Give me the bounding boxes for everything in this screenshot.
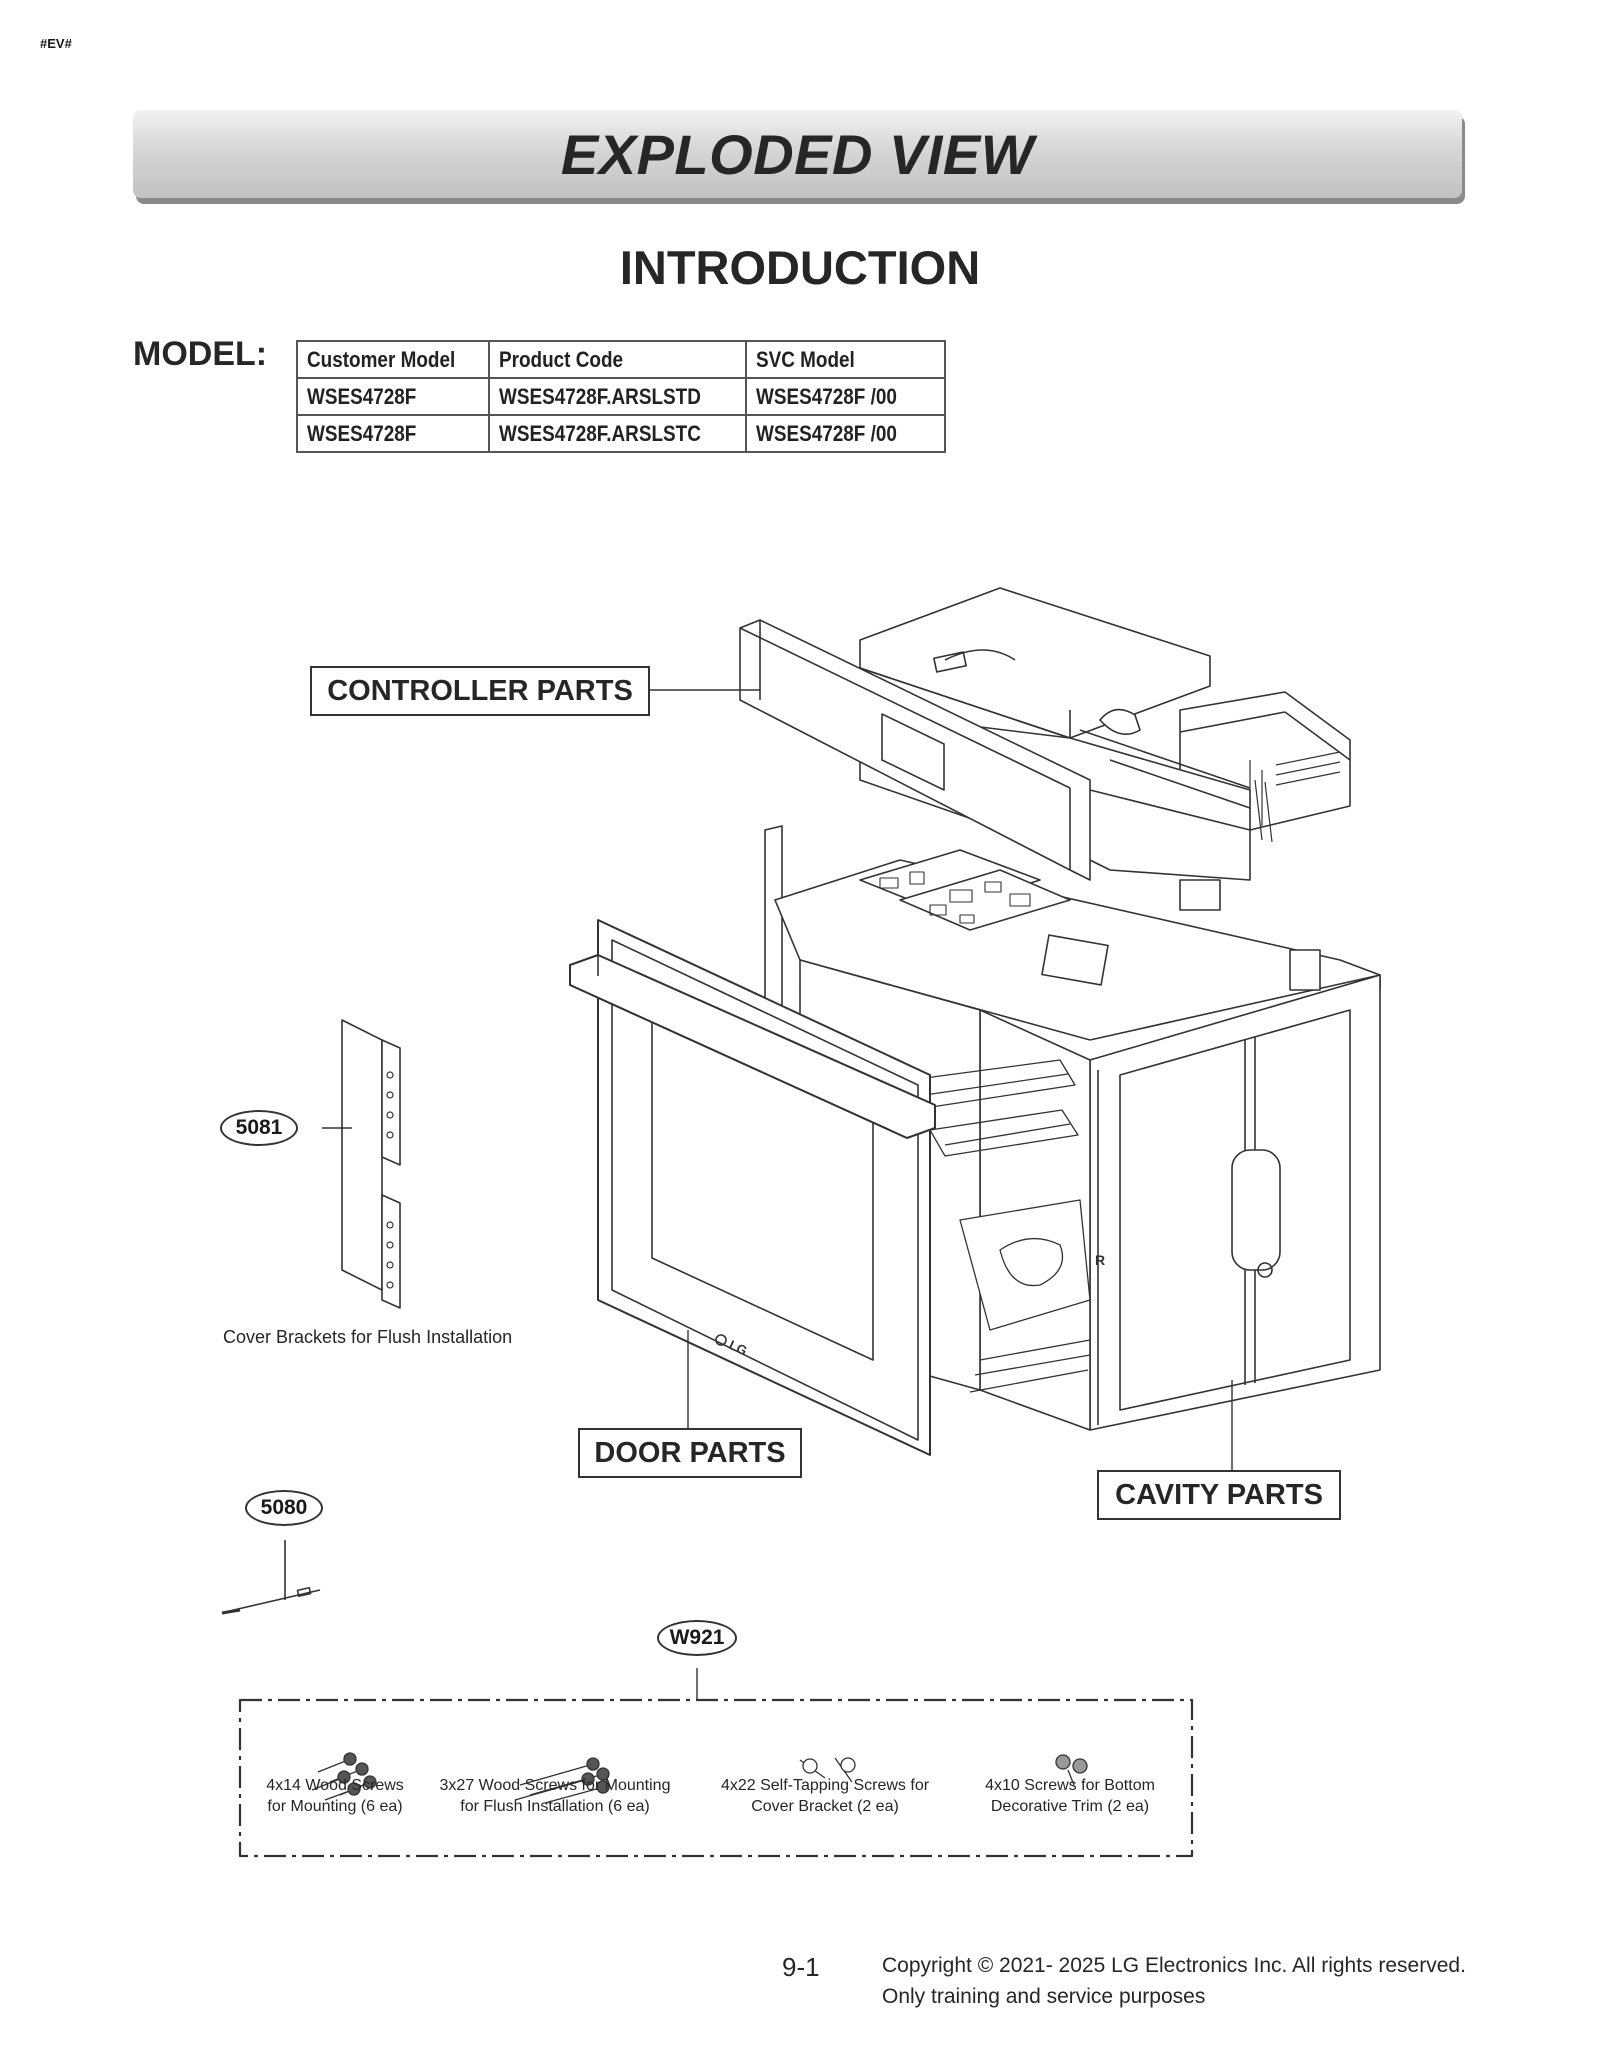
header-customer-model: Customer Model xyxy=(307,346,456,372)
customer-model-cell: WSES4728F xyxy=(307,383,417,409)
side-mark-label: R xyxy=(1095,1252,1105,1268)
title-banner: EXPLODED VIEW xyxy=(133,110,1462,198)
product-code-cell: WSES4728F.ARSLSTD xyxy=(499,383,702,409)
model-table-header-row: Customer Model Product Code SVC Model xyxy=(295,340,947,379)
wood-screw-3x27-icon xyxy=(514,1757,610,1804)
screw-kit-item: 4x10 Screws for Bottom Decorative Trim (… xyxy=(965,1775,1175,1817)
screw-kit-item: 4x22 Self-Tapping Screws for Cover Brack… xyxy=(705,1775,945,1817)
model-label: MODEL: xyxy=(133,335,268,373)
screw-kit-item-line2: for Mounting (6 ea) xyxy=(267,1798,403,1815)
screw-kit-item: 3x27 Wood Screws for Mounting for Flush … xyxy=(430,1775,680,1817)
self-tapping-screw-icon xyxy=(799,1757,856,1783)
screw-kit-item-line2: Decorative Trim (2 ea) xyxy=(990,1798,1150,1815)
screw-kit-box xyxy=(238,1698,1194,1858)
oven-door: LG xyxy=(569,919,936,1456)
product-code-cell: WSES4728F.ARSLSTC xyxy=(499,420,702,446)
trim-screw-icon xyxy=(1055,1754,1088,1786)
document-tag: #EV# xyxy=(40,36,72,51)
part-callout-5080: 5080 xyxy=(245,1490,323,1526)
cavity-parts-label: CAVITY PARTS xyxy=(1097,1470,1341,1520)
table-row: WSES4728F WSES4728F.ARSLSTC WSES4728F /0… xyxy=(295,414,947,453)
customer-model-cell: WSES4728F xyxy=(307,420,417,446)
screw-kit-item-line1: 4x10 Screws for Bottom xyxy=(985,1777,1155,1794)
controller-assembly xyxy=(739,587,1351,881)
table-row: WSES4728F WSES4728F.ARSLSTD WSES4728F /0… xyxy=(295,377,947,416)
bracket-caption: Cover Brackets for Flush Installation xyxy=(223,1327,513,1347)
part-callout-5081: 5081 xyxy=(220,1110,298,1146)
model-table: Customer Model Product Code SVC Model WS… xyxy=(295,340,947,453)
header-svc-model: SVC Model xyxy=(756,346,856,372)
header-product-code: Product Code xyxy=(499,346,624,372)
part-callout-w921: W921 xyxy=(657,1620,737,1656)
screw-kit-item-line1: 3x27 Wood Screws for Mounting xyxy=(439,1777,671,1794)
cover-bracket-drawing xyxy=(322,1019,401,1309)
screw-kit-item-line1: 4x14 Wood Screws xyxy=(266,1777,404,1794)
screw-kit-item-line1: 4x22 Self-Tapping Screws for xyxy=(720,1777,930,1794)
copyright-text: Copyright © 2021- 2025 LG Electronics In… xyxy=(882,1954,1466,1977)
controller-parts-label: CONTROLLER PARTS xyxy=(310,666,650,716)
page-number: 9-1 xyxy=(782,1952,820,1982)
section-title: INTRODUCTION xyxy=(619,241,981,294)
banner-title: EXPLODED VIEW xyxy=(560,122,1035,186)
brand-logo-label: LG xyxy=(727,1337,750,1358)
screw-kit-item-line2: Cover Bracket (2 ea) xyxy=(751,1798,899,1815)
svc-model-cell: WSES4728F /00 xyxy=(756,420,898,446)
door-parts-label: DOOR PARTS xyxy=(578,1428,802,1478)
meat-probe-drawing xyxy=(221,1540,321,1615)
usage-note: Only training and service purposes xyxy=(882,1985,1206,2008)
wood-screw-4x14-icon xyxy=(311,1752,377,1801)
screw-kit-item: 4x14 Wood Screws for Mounting (6 ea) xyxy=(245,1775,425,1817)
copyright-block: Copyright © 2021- 2025 LG Electronics In… xyxy=(882,1950,1466,2012)
svc-model-cell: WSES4728F /00 xyxy=(756,383,898,409)
screw-kit-item-line2: for Flush Installation (6 ea) xyxy=(460,1798,650,1815)
